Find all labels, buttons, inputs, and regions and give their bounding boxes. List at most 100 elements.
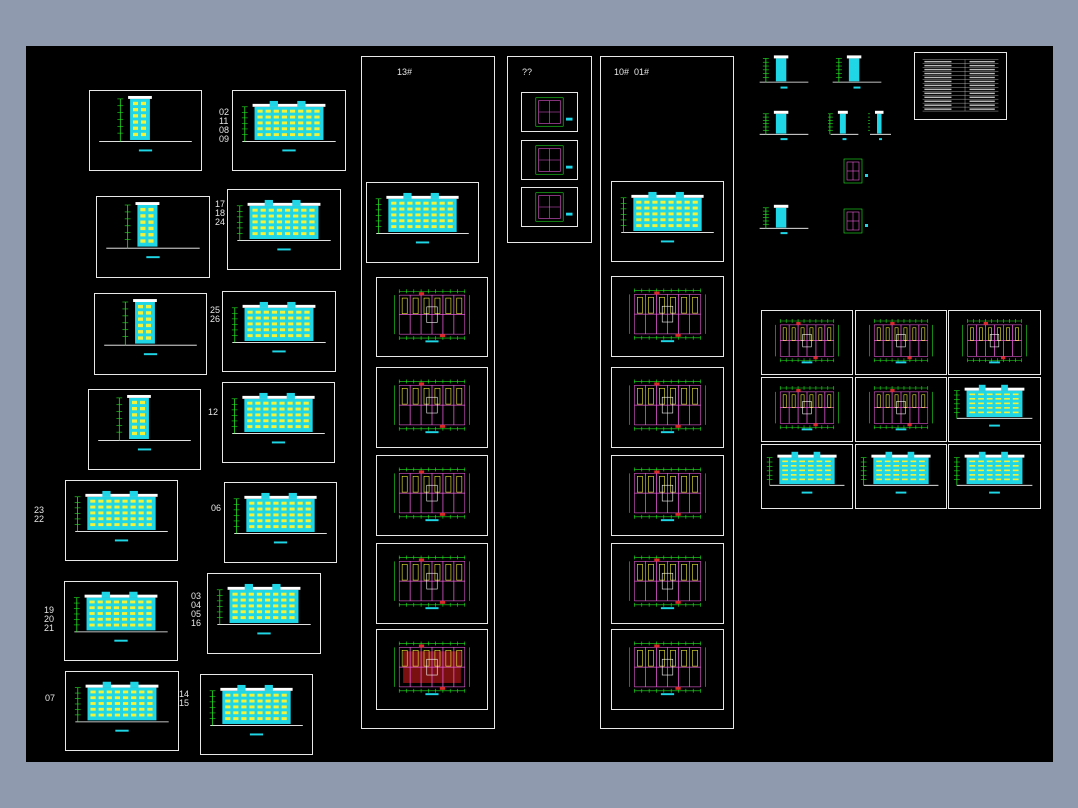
drawing-sheet[interactable]	[948, 377, 1041, 442]
elevation-drawing	[99, 95, 192, 152]
drawing-sheet[interactable]	[224, 482, 337, 563]
floor-plan-drawing	[962, 319, 1027, 364]
sheet-label-12: 12	[208, 407, 219, 417]
elevation-drawing	[209, 684, 303, 736]
drawing-thumbnail[interactable]	[828, 54, 886, 98]
sheet-column-frame[interactable]	[361, 56, 495, 729]
drawing-thumbnail[interactable]	[868, 110, 893, 148]
drawing-sheet[interactable]	[761, 377, 853, 442]
elevation-drawing	[953, 451, 1033, 494]
drawing-sheet[interactable]	[611, 181, 724, 262]
drawing-sheet[interactable]	[88, 389, 201, 470]
elevation-drawing	[73, 591, 168, 642]
drawing-sheet[interactable]	[366, 182, 479, 263]
drawing-sheet[interactable]	[611, 367, 724, 448]
floor-plan-drawing	[394, 467, 470, 522]
floor-plan-drawing	[843, 208, 868, 234]
drawing-sheet[interactable]	[611, 629, 724, 710]
drawing-thumbnail[interactable]	[828, 110, 861, 148]
drawing-sheet[interactable]	[200, 674, 313, 755]
drawing-sheet[interactable]	[914, 52, 1007, 120]
drawing-thumbnail[interactable]	[755, 54, 813, 98]
drawing-sheet[interactable]	[65, 480, 178, 561]
drawing-sheet[interactable]	[761, 310, 853, 375]
floor-plan-drawing	[394, 641, 470, 696]
floor-plan-drawing	[629, 379, 706, 434]
elevation-drawing	[766, 451, 845, 494]
elevation-drawing	[231, 301, 326, 353]
drawing-thumbnail[interactable]	[838, 206, 868, 236]
column-label-13: 13#	[397, 67, 413, 77]
drawing-sheet[interactable]	[65, 671, 179, 751]
elevation-drawing	[828, 110, 859, 141]
drawing-sheet[interactable]	[948, 310, 1041, 375]
floor-plan-drawing	[869, 386, 933, 431]
elevation-drawing	[241, 100, 336, 152]
elevation-drawing	[104, 299, 197, 356]
sheet-column-frame[interactable]	[600, 56, 734, 729]
elevation-drawing	[74, 681, 169, 732]
elevation-drawing	[98, 394, 191, 451]
drawing-sheet[interactable]	[376, 455, 488, 536]
drawing-sheet[interactable]	[232, 90, 346, 171]
elevation-drawing	[375, 192, 469, 244]
floor-plan-drawing	[843, 158, 868, 184]
drawing-sheet[interactable]	[855, 377, 947, 442]
drawing-sheet[interactable]	[64, 581, 178, 661]
drawing-sheet[interactable]	[521, 92, 578, 132]
elevation-drawing	[74, 490, 168, 542]
drawing-sheet[interactable]	[376, 543, 488, 624]
elevation-drawing	[535, 97, 573, 127]
drawing-sheet[interactable]	[89, 90, 202, 171]
sheet-label-07: 07	[45, 693, 56, 703]
elevation-drawing	[233, 492, 327, 544]
drawing-sheet[interactable]	[521, 187, 578, 227]
floor-plan-drawing	[629, 467, 706, 522]
elevation-drawing	[868, 110, 891, 141]
floor-plan-drawing	[629, 641, 706, 696]
drawing-sheet[interactable]	[376, 277, 488, 357]
floor-plan-drawing	[629, 555, 706, 610]
drawing-sheet[interactable]	[227, 189, 341, 270]
drawing-thumbnail[interactable]	[755, 110, 813, 148]
elevation-drawing	[953, 384, 1033, 427]
sheet-column-frame[interactable]	[507, 56, 592, 243]
sheet-label-03-04-05-16: 03 04 05 16	[191, 591, 202, 628]
floor-plan-drawing	[775, 319, 839, 364]
cad-model-space[interactable]: 02 11 08 09 17 18 24 25 26 12 23 22 06 1…	[26, 46, 1053, 762]
drawing-sheet[interactable]	[376, 629, 488, 710]
floor-plan-drawing	[394, 379, 470, 434]
sheet-label-17-18-24: 17 18 24	[215, 199, 226, 227]
floor-plan-drawing	[869, 319, 933, 364]
elevation-drawing	[759, 204, 809, 235]
sheet-label-02-11-08-09: 02 11 08 09	[219, 107, 230, 144]
floor-plan-drawing	[629, 288, 706, 343]
elevation-drawing	[236, 199, 331, 251]
elevation-drawing	[106, 202, 200, 259]
notes-table-drawing	[922, 59, 999, 112]
drawing-sheet[interactable]	[855, 444, 947, 509]
sheet-label-19-20-21: 19 20 21	[44, 605, 55, 633]
drawing-thumbnail[interactable]	[755, 204, 813, 242]
drawing-sheet[interactable]	[948, 444, 1041, 509]
drawing-sheet[interactable]	[222, 291, 336, 372]
drawing-sheet[interactable]	[521, 140, 578, 180]
elevation-drawing	[759, 110, 809, 141]
drawing-sheet[interactable]	[761, 444, 853, 509]
drawing-sheet[interactable]	[611, 543, 724, 624]
drawing-sheet[interactable]	[94, 293, 207, 375]
drawing-sheet[interactable]	[207, 573, 321, 654]
drawing-sheet[interactable]	[376, 367, 488, 448]
sheet-label-14-15: 14 15	[179, 689, 190, 708]
sheet-label-23-22: 23 22	[34, 505, 45, 524]
elevation-drawing	[832, 55, 882, 89]
elevation-drawing	[535, 145, 573, 175]
drawing-thumbnail[interactable]	[838, 156, 868, 186]
drawing-sheet[interactable]	[611, 276, 724, 357]
elevation-drawing	[535, 192, 573, 222]
drawing-sheet[interactable]	[611, 455, 724, 536]
drawing-sheet[interactable]	[222, 382, 335, 463]
drawing-sheet[interactable]	[96, 196, 210, 278]
drawing-sheet[interactable]	[855, 310, 947, 375]
elevation-drawing	[620, 191, 714, 243]
